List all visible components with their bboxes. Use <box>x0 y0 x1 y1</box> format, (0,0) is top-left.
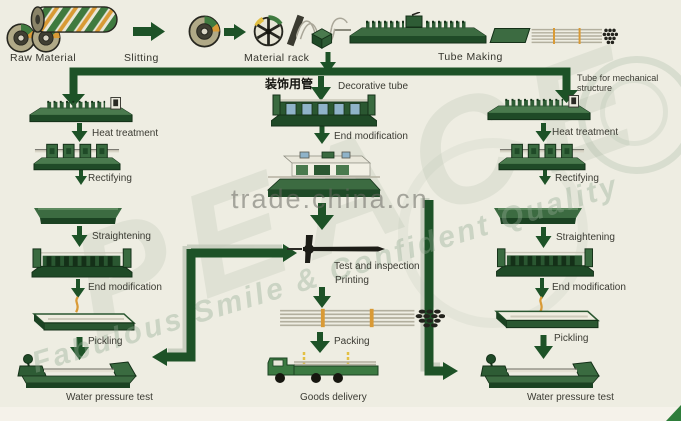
left-heat-treatment-machine <box>28 96 134 126</box>
arrow-slitting-to-rack <box>224 24 246 40</box>
decorative-tube-machine <box>270 93 378 127</box>
material-rack-cube <box>308 27 334 50</box>
label-right-pickling: Pickling <box>554 333 589 344</box>
emblem-inner-circle-watermark <box>600 78 668 146</box>
label-right-end-modification: End modification <box>552 282 626 293</box>
label-decorative-tube: Decorative tube <box>338 81 409 92</box>
label-left-water-pressure-test: Water pressure test <box>66 392 153 403</box>
label-right-straightening: Straightening <box>556 232 615 243</box>
arrow-mid-endmod <box>314 125 330 144</box>
right-straightening-machine <box>488 196 588 226</box>
arrow-raw-to-slitting <box>133 22 165 41</box>
label-left-pickling: Pickling <box>88 336 123 347</box>
arrow-mid-packing-label <box>310 332 330 353</box>
right-end-modification-machine <box>494 246 596 278</box>
packing-tube-stack <box>277 307 445 329</box>
arrow-left-rectifying <box>75 170 87 185</box>
arrow-material-rack-feed <box>320 52 336 73</box>
label-left-heat-treatment: Heat treatment <box>92 128 159 139</box>
left-rectifying-machine <box>33 142 121 173</box>
arrow-right-endmod <box>535 278 549 299</box>
arrow-right-pickling <box>534 335 553 359</box>
right-pickling-machine <box>486 303 600 334</box>
connector-z <box>152 244 297 366</box>
test-inspection-tool <box>286 234 386 264</box>
bottom-band <box>0 407 681 421</box>
arrow-mid-to-packing <box>313 287 331 308</box>
arrow-decorative-branch <box>311 76 331 101</box>
left-straightening-machine <box>28 196 128 226</box>
tube-stack-output <box>530 26 618 46</box>
label-goods-delivery: Goods delivery <box>300 392 367 403</box>
strip-feed-rod <box>334 29 351 31</box>
right-water-pressure-test-machine <box>476 352 608 390</box>
connector-right <box>424 200 458 380</box>
arrow-right-rectifying <box>539 170 551 185</box>
emblem-arc-watermark <box>398 138 588 328</box>
distribution-bar <box>62 67 578 107</box>
arrow-mid-to-test <box>310 203 334 230</box>
arrow-right-straightening <box>535 227 552 248</box>
left-water-pressure-test-machine <box>16 352 142 390</box>
label-packing: Packing <box>334 336 370 347</box>
arrow-left-straightening <box>71 226 88 247</box>
delivery-truck <box>264 346 382 390</box>
right-rectifying-machine <box>498 142 586 173</box>
label-tube-mechanical-line2: structure <box>577 83 613 93</box>
label-printing: Printing <box>335 275 369 286</box>
label-material-rack: Material rack <box>244 52 310 64</box>
label-slitting: Slitting <box>124 52 159 64</box>
left-end-modification-machine <box>30 246 134 279</box>
label-right-heat-treatment: Heat treatment <box>552 127 619 138</box>
label-mid-end-modification: End modification <box>334 131 408 142</box>
label-tube-mechanical-line1: Tube for mechanical <box>577 73 659 83</box>
arrow-right-heat <box>535 123 552 142</box>
label-right-water-pressure-test: Water pressure test <box>527 392 614 403</box>
arrow-left-endmod <box>71 279 85 298</box>
label-left-end-modification: End modification <box>88 282 162 293</box>
slitting-coil <box>187 14 222 49</box>
corner-triangle <box>666 405 681 421</box>
tube-making-machine <box>348 12 488 48</box>
label-decorative-tube-cn: 装饰用管 <box>265 77 314 91</box>
arrow-left-heat <box>71 123 88 142</box>
label-test-and-inspection: Test and inspection <box>334 261 420 272</box>
label-tube-making: Tube Making <box>438 51 503 63</box>
slitting-reel <box>250 11 287 52</box>
raw-material-roll <box>27 5 119 34</box>
right-heat-treatment-machine <box>486 94 592 124</box>
label-left-straightening: Straightening <box>92 231 151 242</box>
label-left-rectifying: Rectifying <box>88 173 132 184</box>
tube-making-outfeed-block <box>489 28 531 43</box>
polishing-machine <box>266 150 382 203</box>
left-pickling-machine <box>24 306 136 336</box>
arrow-left-pickling <box>70 337 89 360</box>
connector-highlights <box>168 198 440 372</box>
label-right-rectifying: Rectifying <box>555 173 599 184</box>
label-raw-material: Raw Material <box>10 52 77 64</box>
